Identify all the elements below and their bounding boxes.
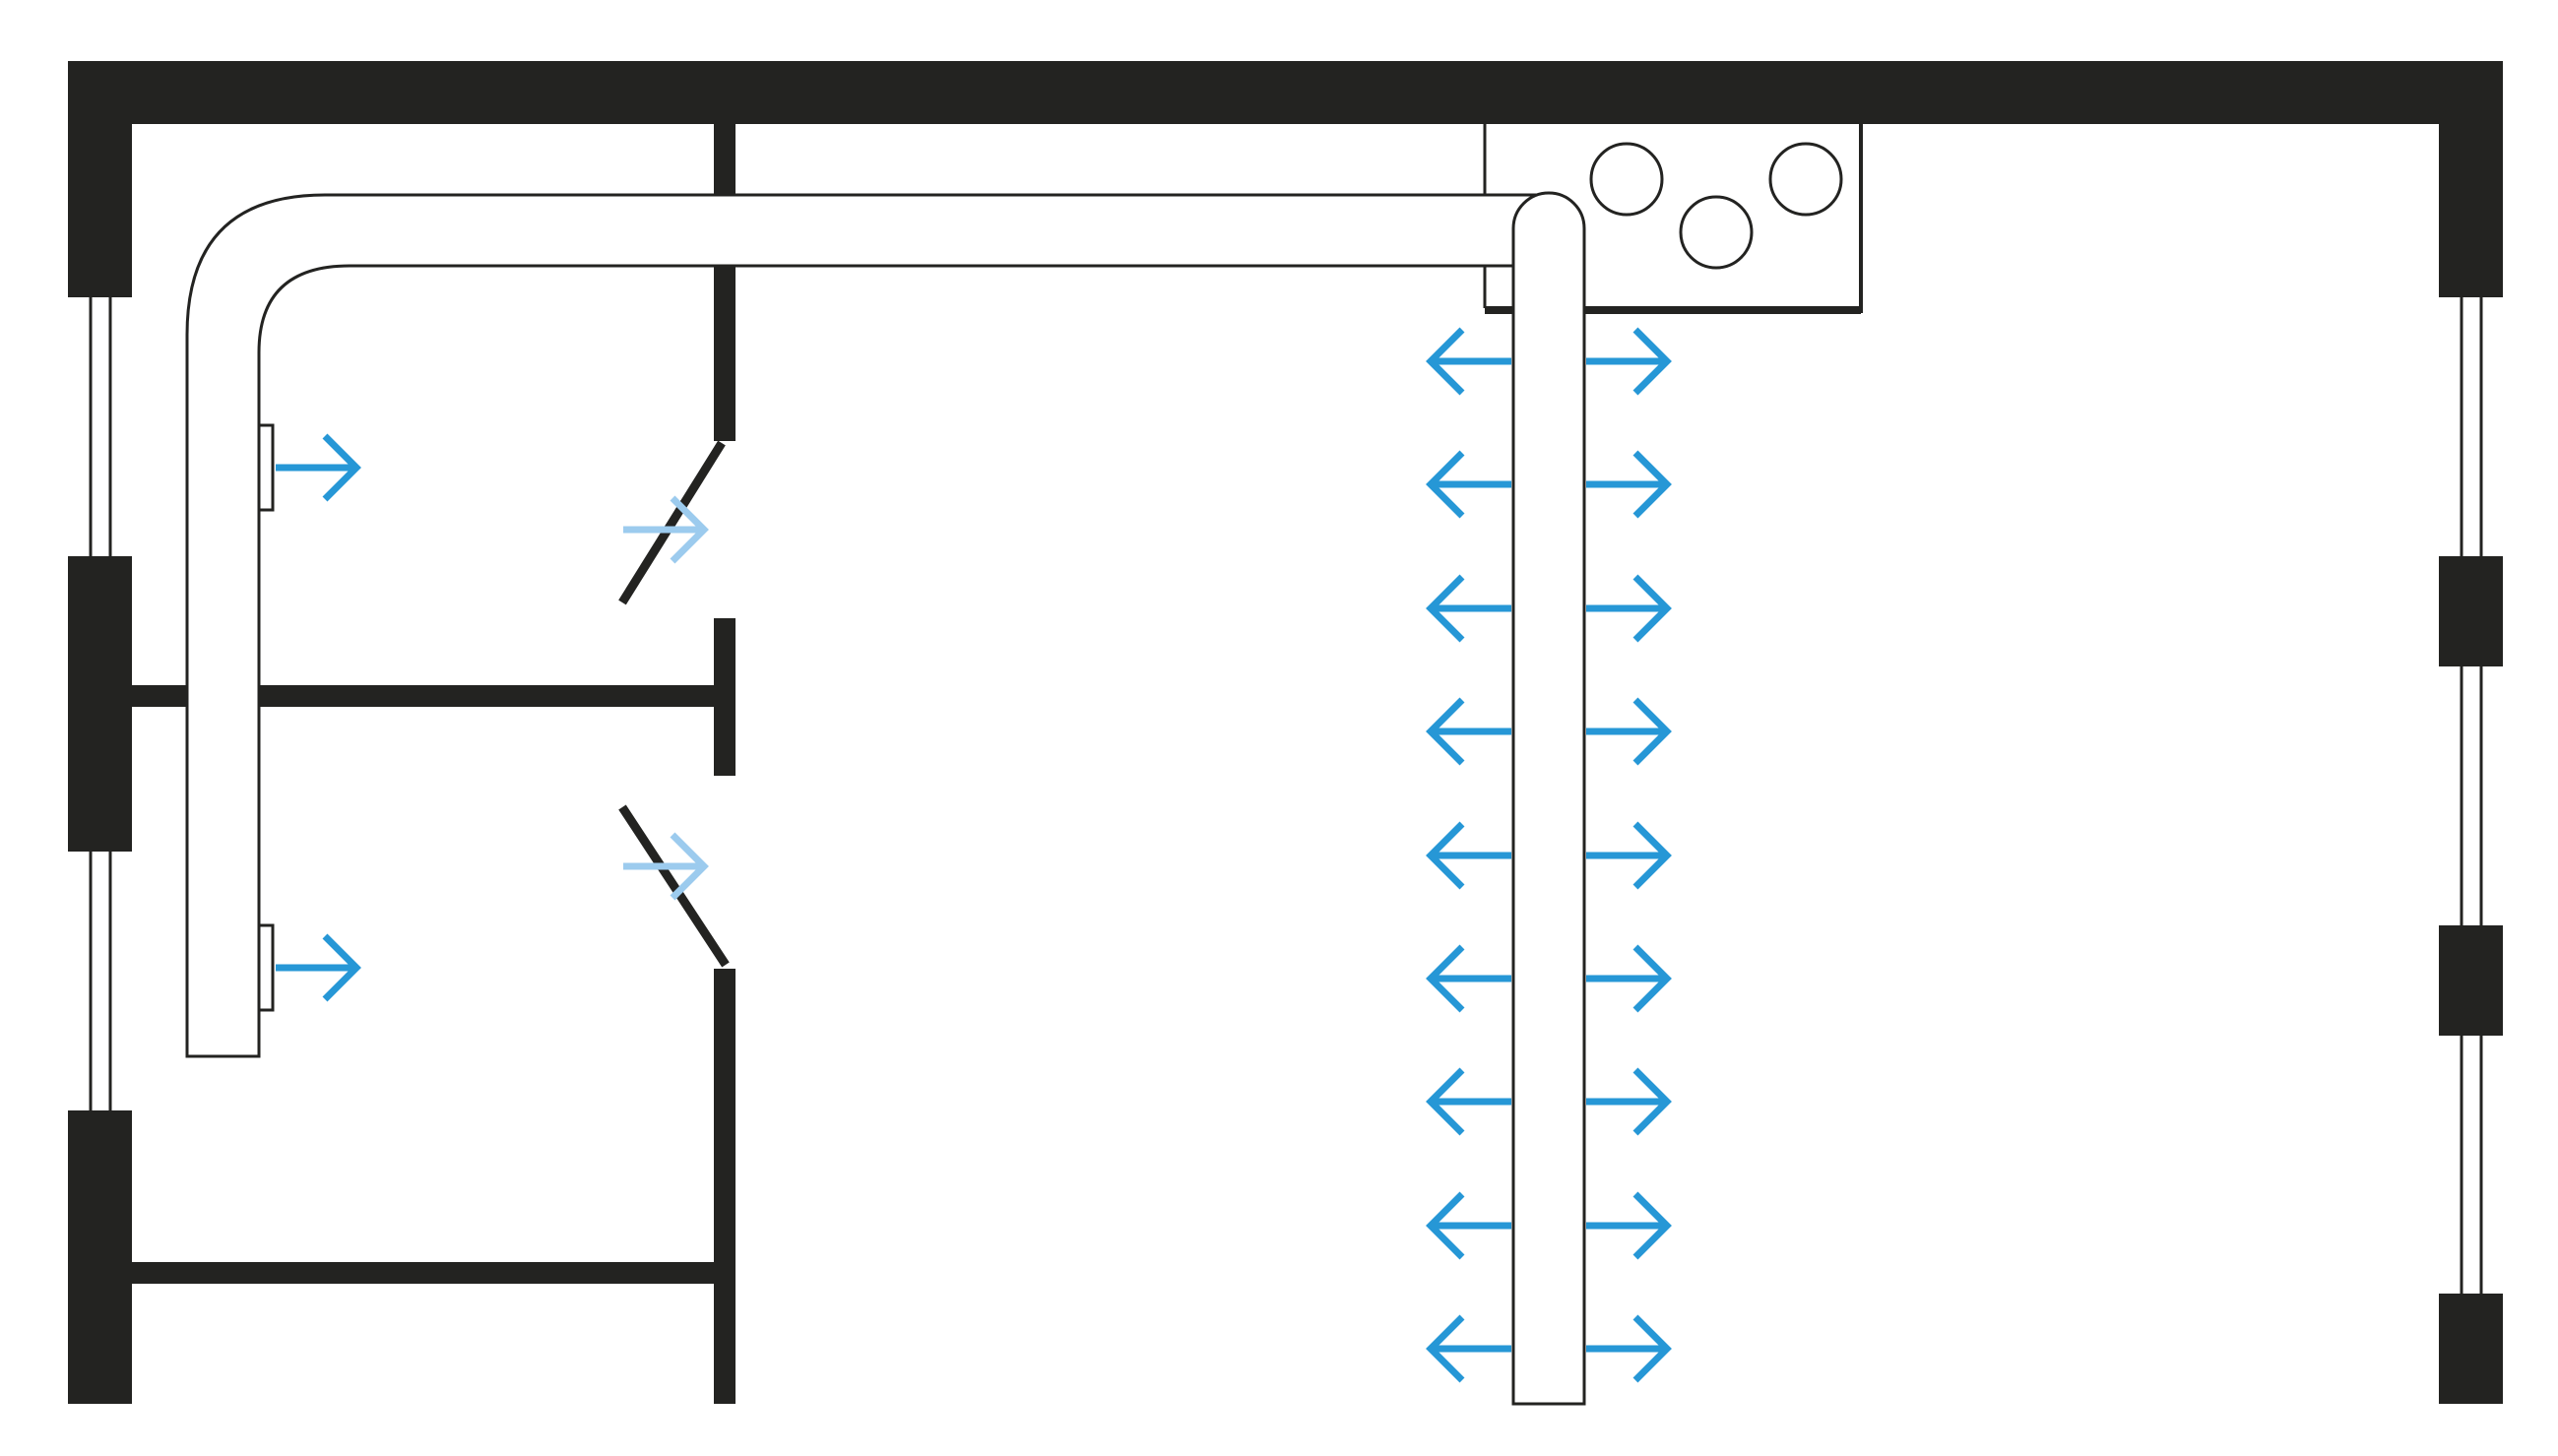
- window-right-1: [2460, 297, 2483, 556]
- exterior-wall-right-4: [2439, 1294, 2503, 1404]
- ductwork: [185, 191, 1586, 1406]
- walls: [68, 61, 2503, 1404]
- fan-circle-icon: [1768, 142, 1843, 217]
- arrow-left-icon: [1431, 330, 1511, 393]
- partition-wall-1: [714, 124, 735, 441]
- arrow-right-icon: [1586, 824, 1667, 887]
- doors: [618, 440, 730, 968]
- supply-register-lower: [257, 923, 275, 1012]
- arrow-right-icon: [1586, 577, 1667, 640]
- exterior-wall-left-2: [68, 556, 132, 852]
- fan-circle-icon: [1589, 142, 1664, 217]
- windows: [89, 297, 2483, 1294]
- window-left-2: [89, 852, 112, 1110]
- window-right-3: [2460, 1036, 2483, 1294]
- lower-divider-wall: [132, 1262, 725, 1284]
- arrow-right-icon: [1586, 947, 1667, 1010]
- arrow-left-icon: [1431, 453, 1511, 516]
- arrow-right-icon: [276, 436, 356, 499]
- exterior-wall-left-1: [68, 61, 132, 297]
- main-supply-duct: [185, 193, 1546, 1058]
- window-right-2: [2460, 666, 2483, 925]
- arrow-left-icon: [1431, 1194, 1511, 1257]
- arrow-right-icon: [276, 936, 356, 999]
- arrow-left-icon: [1431, 700, 1511, 763]
- exterior-wall-right-2: [2439, 556, 2503, 666]
- arrow-right-icon: [623, 498, 704, 561]
- arrow-right-icon: [1586, 330, 1667, 393]
- exterior-wall-right-3: [2439, 925, 2503, 1036]
- fan-circle-icon: [1679, 195, 1754, 270]
- exterior-wall-right-1: [2439, 61, 2503, 297]
- arrow-right-icon: [623, 835, 704, 898]
- register-airflow-arrows: [276, 436, 356, 999]
- arrow-left-icon: [1431, 577, 1511, 640]
- door-upper-bedroom: [618, 440, 726, 605]
- exterior-wall-left-3: [68, 1110, 132, 1404]
- partition-wall-3: [714, 969, 735, 1404]
- supply-register-upper: [257, 423, 275, 512]
- door-lower-bedroom: [618, 804, 730, 968]
- arrow-left-icon: [1431, 1317, 1511, 1380]
- arrow-right-icon: [1586, 1317, 1667, 1380]
- air-handling-unit: [1589, 142, 1843, 270]
- window-left-1: [89, 297, 112, 556]
- arrow-left-icon: [1431, 824, 1511, 887]
- arrow-right-icon: [1586, 453, 1667, 516]
- linear-diffuser-duct: [1511, 191, 1586, 1406]
- bedroom-divider-wall: [132, 685, 725, 707]
- arrow-left-icon: [1431, 947, 1511, 1010]
- arrow-left-icon: [1431, 1070, 1511, 1133]
- arrow-right-icon: [1586, 700, 1667, 763]
- arrow-right-icon: [1586, 1194, 1667, 1257]
- arrow-right-icon: [1586, 1070, 1667, 1133]
- exterior-wall-top: [68, 61, 2503, 124]
